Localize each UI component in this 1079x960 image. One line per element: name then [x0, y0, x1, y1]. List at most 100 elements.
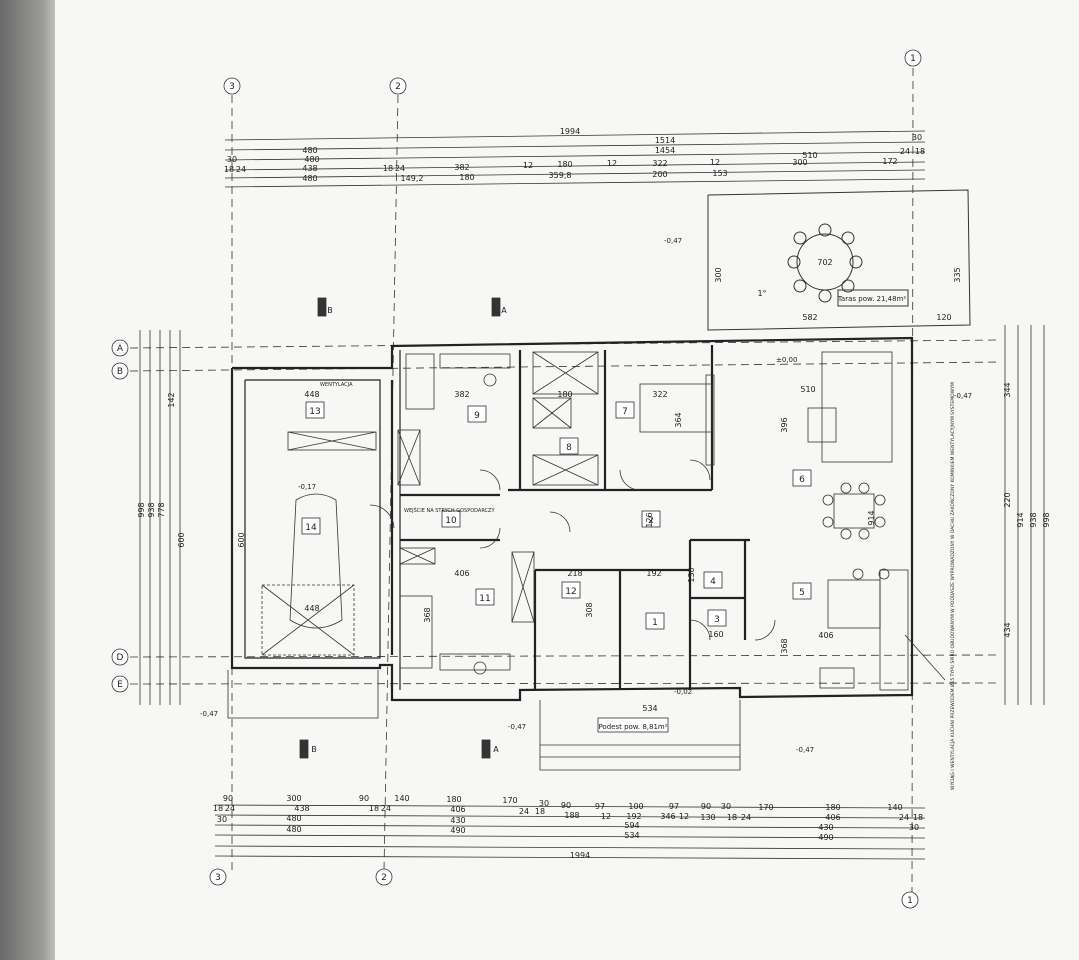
bot-dim-90d: 90 [701, 802, 711, 811]
bot-dim-24a: 24 [225, 804, 235, 813]
bot-dim-30d: 30 [909, 823, 919, 832]
dim-line-top-1 [224, 130, 926, 141]
dim-line-top-4 [224, 161, 926, 171]
top-dim-12a: 12 [523, 161, 533, 170]
section-b-bottom-label: B [311, 745, 317, 754]
landing-dim: 534 [642, 704, 657, 713]
dim-line-bottom-5 [214, 845, 926, 850]
axis-bubble-bottom-2 [375, 868, 393, 886]
terrace-label-box [837, 289, 909, 307]
top-dim-1454: 1454 [655, 146, 675, 155]
bot-dim-180a: 180 [446, 795, 461, 804]
bot-dim-534: 534 [624, 831, 639, 840]
bot-dim-18d: 18 [727, 813, 737, 822]
attic-entry-label: WEJŚCIE NA STRYCH GOSPODARCZY [404, 507, 495, 514]
bot-dim-490b: 490 [818, 833, 833, 842]
room-14-number: 14 [305, 523, 317, 533]
left-dim-142: 142 [167, 392, 176, 407]
terrace-chair-6 [793, 279, 807, 293]
terrace-dim-335: 335 [953, 267, 962, 282]
bot-dim-30c: 30 [217, 815, 227, 824]
kitchen-sink [819, 667, 855, 689]
axis-label-bottom-2: 2 [381, 873, 387, 883]
cross-box-2 [532, 397, 572, 429]
cross-box-1 [532, 351, 599, 395]
dining-chair-4 [874, 516, 886, 528]
bot-dim-430a: 430 [450, 816, 465, 825]
bot-dim-130: 130 [700, 813, 715, 822]
axis-line-e [129, 682, 1001, 685]
level-entry: -0,02 [674, 688, 692, 696]
axis-label-a: A [117, 344, 124, 354]
axis-label-e: E [117, 680, 123, 690]
level-living: ±0,00 [776, 356, 797, 364]
level-left: -0,47 [200, 710, 218, 718]
terrace-chair-1 [818, 223, 832, 237]
terrace-dim-300: 300 [714, 267, 723, 282]
section-marker-b-top [317, 297, 327, 317]
garage-shelf-diag-b [287, 431, 377, 451]
room-2-number: 2 [648, 516, 654, 526]
bot-dim-140b: 140 [887, 803, 902, 812]
axis-label-d: D [117, 653, 124, 663]
bot-dim-90a: 90 [223, 794, 233, 803]
cross-box-1-diag-b [532, 351, 599, 395]
terrace-chair-3 [849, 255, 863, 269]
room-13-dim: 448 [304, 390, 319, 399]
top-dim-30b: 30 [227, 155, 237, 164]
axis-bubble-top-2 [389, 77, 407, 95]
right-dim-434: 434 [1003, 622, 1012, 637]
room-box-1 [645, 612, 665, 630]
landing-area-label: Podest pow. 8,81m² [598, 723, 667, 731]
terrace-outline [707, 189, 971, 331]
dining-table [833, 493, 875, 529]
terrace-dim-582: 582 [802, 313, 817, 322]
door-arc-5 [754, 619, 776, 641]
room-5-depth: 368 [780, 638, 789, 653]
dim-line-top-5 [224, 169, 926, 179]
door-arc-3 [689, 619, 711, 641]
section-a-top-label: A [501, 306, 507, 315]
landing-label-box [597, 717, 669, 733]
terrace-chair-8 [793, 231, 807, 245]
closet-corridor-diag-b [511, 551, 535, 623]
terrace-chair-7 [787, 255, 801, 269]
bot-dim-180b: 180 [825, 803, 840, 812]
bot-dim-594: 594 [624, 821, 639, 830]
level-terrace: -0,47 [664, 237, 682, 245]
bot-dim-30b: 30 [721, 802, 731, 811]
room-4-dim: 130 [687, 567, 696, 582]
dim-line-top-3 [224, 151, 926, 161]
level-right: -0,47 [954, 392, 972, 400]
dim-line-bottom-1 [214, 804, 926, 809]
kitchen-counter [879, 569, 909, 691]
bed-room-11 [399, 595, 433, 669]
terrace-slope: 1° [757, 289, 766, 298]
room-9-number: 9 [474, 411, 480, 421]
section-marker-b-bottom [299, 739, 309, 759]
bot-dim-430b: 430 [818, 823, 833, 832]
top-dim-180a: 180 [557, 160, 572, 169]
cross-box-3 [532, 454, 599, 486]
room-box-3 [707, 609, 727, 627]
dining-chair-3 [874, 494, 886, 506]
bot-dim-97b: 97 [669, 802, 679, 811]
right-dim-344: 344 [1003, 382, 1012, 397]
top-dim-359: 359,8 [549, 171, 572, 180]
axis-label-top-2: 2 [395, 82, 401, 92]
level-bottom-2: -0,47 [796, 746, 814, 754]
room-14-dim: 600 [237, 532, 246, 547]
axis-line-b [129, 361, 1001, 372]
bot-dim-18c: 18 [535, 807, 545, 816]
right-dim-220: 220 [1003, 492, 1012, 507]
closet-9 [397, 429, 421, 486]
top-dim-12c: 12 [710, 158, 720, 167]
top-dim-30a: 30 [912, 133, 922, 142]
bot-dim-18e: 18 [913, 813, 923, 822]
dining-chair-2 [822, 516, 834, 528]
terrace-dim-120: 120 [936, 313, 951, 322]
bot-dim-12b: 12 [679, 812, 689, 821]
dining-chair-1 [822, 494, 834, 506]
dim-line-top-6 [224, 178, 926, 188]
door-arc-7 [689, 459, 711, 481]
